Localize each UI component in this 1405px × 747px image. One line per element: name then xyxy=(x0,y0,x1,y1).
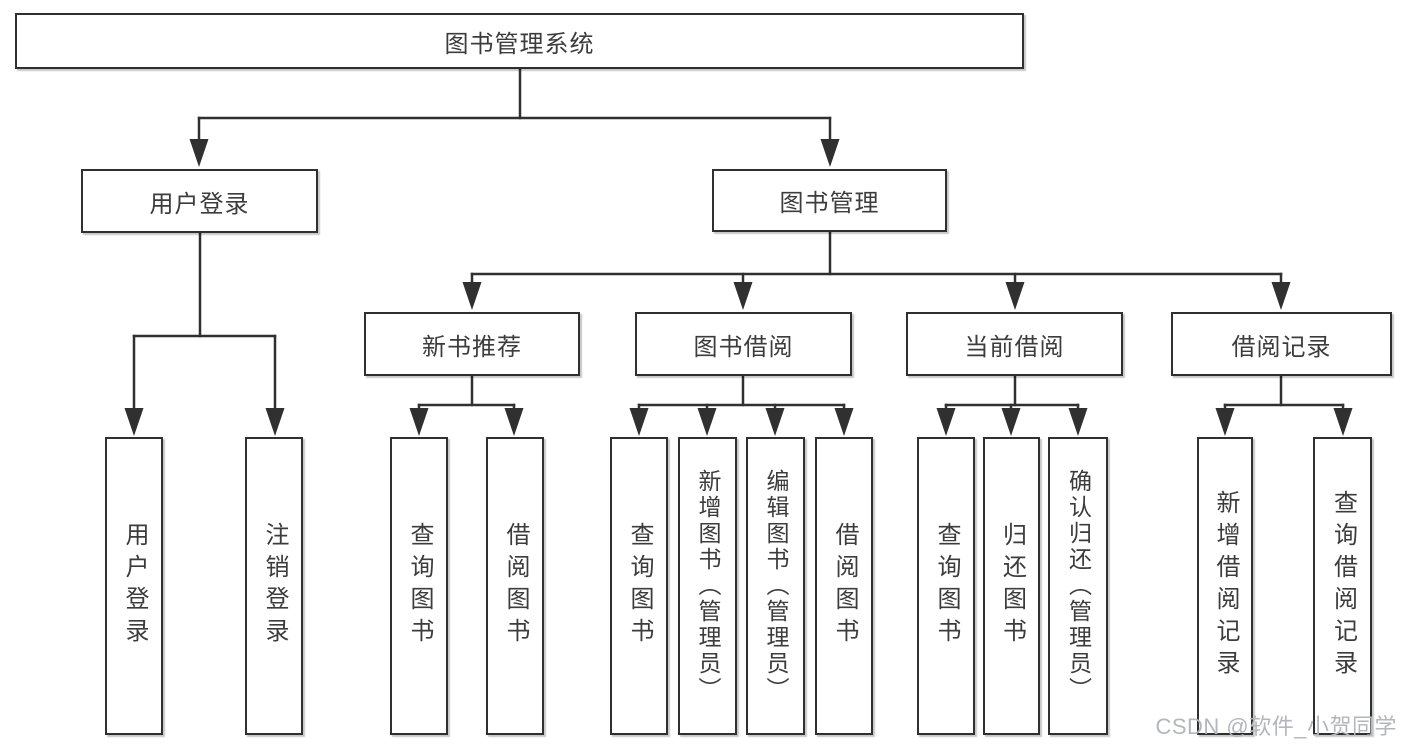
leaf-edit-books-admin: 编辑图书（管理员） xyxy=(746,437,805,735)
leaf-label: 归还图书 xyxy=(998,522,1026,650)
leaf-label: 查询图书 xyxy=(406,522,433,650)
node-book-management-system: 图书管理系统 xyxy=(15,13,1024,69)
node-current-borrowing: 当前借阅 xyxy=(906,312,1123,376)
leaf-logout: 注销登录 xyxy=(245,437,303,735)
leaf-add-borrow-record: 新增借阅记录 xyxy=(1197,437,1253,735)
node-borrowing-records: 借阅记录 xyxy=(1171,312,1392,376)
leaf-borrow-books-borrowing: 借阅图书 xyxy=(815,437,873,735)
leaf-label: 新增借阅记录 xyxy=(1212,490,1239,682)
leaf-query-books-current: 查询图书 xyxy=(917,437,975,735)
node-user-login: 用户登录 xyxy=(81,169,318,233)
node-book-borrowing: 图书借阅 xyxy=(635,312,852,376)
node-label: 用户登录 xyxy=(149,190,250,218)
node-label: 图书管理系统 xyxy=(444,30,595,58)
leaf-add-books-admin: 新增图书（管理员） xyxy=(678,437,737,735)
leaf-confirm-return-admin: 确认归还（管理员） xyxy=(1048,437,1108,735)
leaf-label: 新增图书（管理员） xyxy=(695,469,721,703)
leaf-label: 查询图书 xyxy=(933,522,960,650)
node-label: 图书管理 xyxy=(779,190,880,217)
leaf-label: 确认归还（管理员） xyxy=(1065,469,1092,703)
leaf-return-books: 归还图书 xyxy=(983,437,1040,735)
node-label: 借阅记录 xyxy=(1231,333,1332,361)
node-book-management: 图书管理 xyxy=(712,169,947,232)
leaf-borrow-books-recommend: 借阅图书 xyxy=(486,437,544,735)
node-label: 当前借阅 xyxy=(964,333,1065,361)
leaf-label: 借阅图书 xyxy=(831,522,858,650)
leaf-label: 查询图书 xyxy=(626,522,653,650)
node-label: 图书借阅 xyxy=(693,333,794,361)
leaf-query-borrow-record: 查询借阅记录 xyxy=(1313,437,1372,735)
leaf-query-books-borrowing: 查询图书 xyxy=(610,437,668,735)
leaf-user-login: 用户登录 xyxy=(105,437,163,735)
watermark-text: CSDN @软件_小贺同学 xyxy=(1155,714,1397,739)
leaf-label: 注销登录 xyxy=(261,522,288,650)
leaf-label: 编辑图书（管理员） xyxy=(763,469,789,703)
node-label: 新书推荐 xyxy=(422,333,522,361)
node-new-book-recommend: 新书推荐 xyxy=(364,312,580,376)
leaf-label: 借阅图书 xyxy=(502,522,529,650)
leaf-label: 查询借阅记录 xyxy=(1329,490,1357,682)
leaf-query-books-recommend: 查询图书 xyxy=(390,437,448,735)
leaf-label: 用户登录 xyxy=(121,522,148,650)
